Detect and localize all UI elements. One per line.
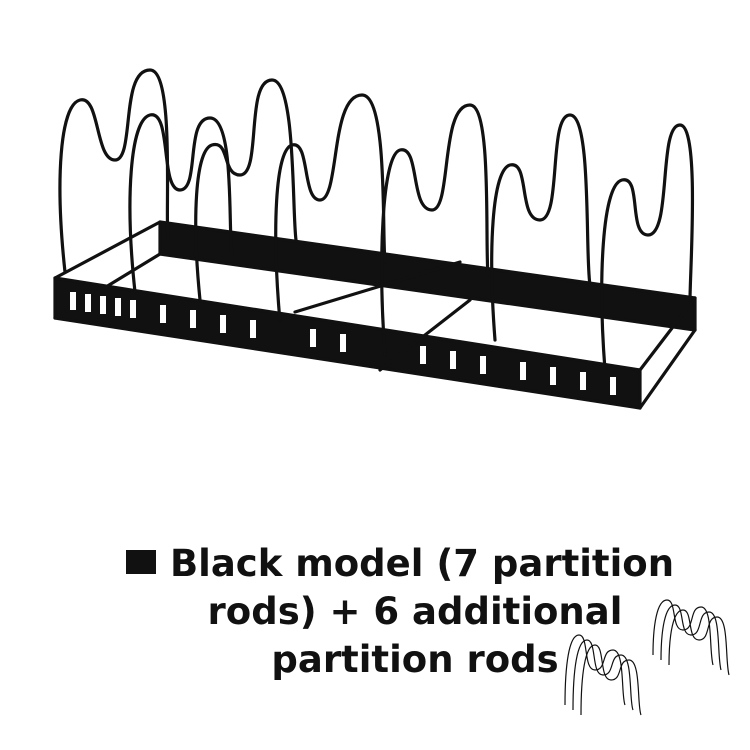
caption-line-3: partition rods xyxy=(271,638,559,681)
caption-line-2: rods) + 6 additional xyxy=(207,590,623,633)
bullet-square-icon xyxy=(125,549,156,574)
product-caption: Black model (7 partition rods) + 6 addit… xyxy=(100,540,700,684)
caption-line-1: Black model (7 partition xyxy=(169,542,675,585)
additional-rods-icon xyxy=(564,599,730,716)
